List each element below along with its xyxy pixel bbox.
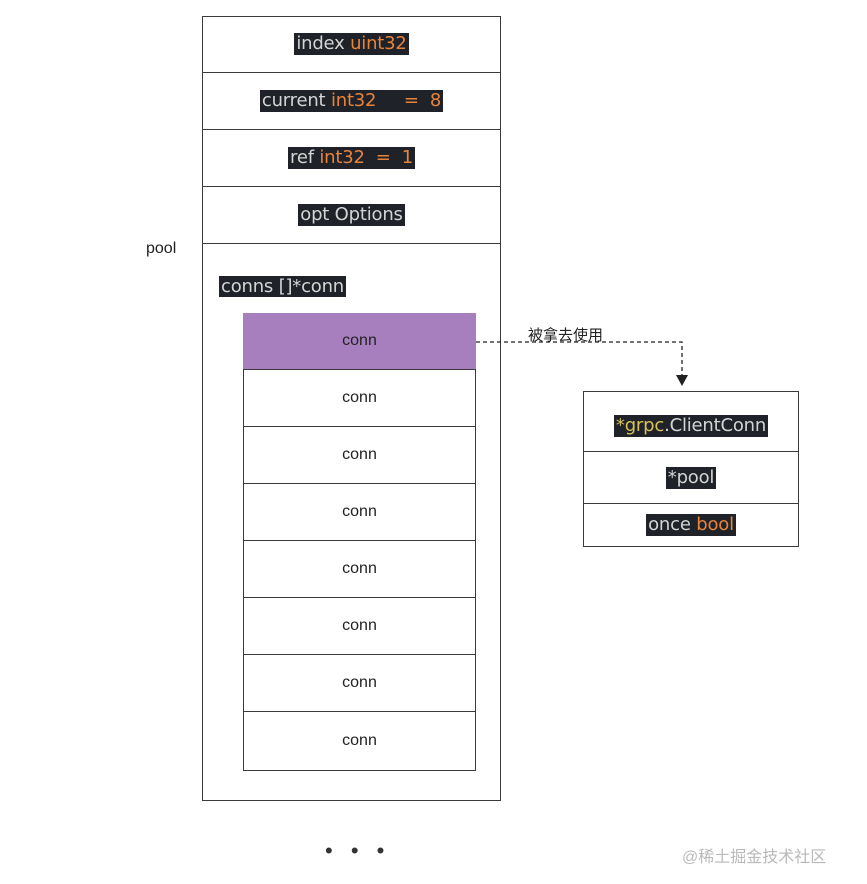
arrow-label: 被拿去使用 <box>528 327 604 344</box>
conn-field-clientconn: *grpc.ClientConn <box>583 400 799 452</box>
field-code: *grpc.ClientConn <box>613 414 769 437</box>
conn-field-once: once bool <box>583 502 799 547</box>
pool-field-ref: ref int32 = 1 <box>202 130 501 187</box>
pool-field-index: index uint32 <box>202 16 501 73</box>
field-code: index uint32 <box>294 33 409 55</box>
field-code: current int32 = 8 <box>259 90 444 112</box>
dashed-connector <box>476 341 683 376</box>
conn-item: conn <box>243 655 476 712</box>
conn-field-pool: *pool <box>583 452 799 504</box>
field-code: ref int32 = 1 <box>288 147 415 169</box>
pool-struct-box <box>202 16 501 801</box>
conns-field-label: conns []*conn <box>219 276 346 297</box>
arrow-head <box>676 375 688 386</box>
conn-item: conn <box>342 731 377 749</box>
field-code: once bool <box>646 513 736 536</box>
conn-item-active: conn <box>243 313 476 370</box>
pool-field-opt: opt Options <box>202 187 501 244</box>
field-code: opt Options <box>298 204 405 226</box>
ellipsis: • • • <box>325 838 391 863</box>
conn-item: conn <box>243 484 476 541</box>
conn-item: conn <box>243 427 476 484</box>
field-code: *pool <box>665 466 717 489</box>
conn-item: conn <box>243 598 476 655</box>
conn-item: conn <box>243 370 476 427</box>
pool-label: pool <box>146 240 177 257</box>
watermark: @稀土掘金技术社区 <box>682 849 827 866</box>
conn-item: conn <box>243 541 476 598</box>
pool-field-current: current int32 = 8 <box>202 73 501 130</box>
